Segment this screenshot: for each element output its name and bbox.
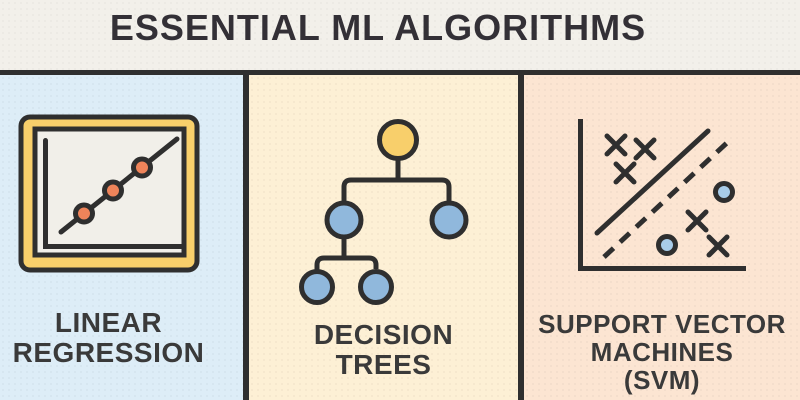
page-title: ESSENTIAL ML ALGORITHMS bbox=[109, 7, 647, 48]
panel-label-linear-regression: LINEAR REGRESSION bbox=[13, 308, 205, 368]
panel-divider bbox=[243, 75, 249, 400]
label-line: MACHINES bbox=[590, 337, 734, 367]
panel-linear-regression: LINEAR REGRESSION bbox=[0, 75, 243, 400]
panel-divider bbox=[518, 75, 524, 400]
label-line: DECISION bbox=[313, 319, 454, 350]
decision-tree-svg bbox=[298, 119, 468, 305]
panel-decision-trees: DECISION TREES bbox=[249, 75, 518, 400]
label-line: LINEAR bbox=[54, 307, 163, 338]
title-bar: ESSENTIAL ML ALGORITHMS bbox=[0, 0, 800, 75]
panel-label-decision-trees: DECISION TREES bbox=[314, 320, 453, 380]
panel-svm: SUPPORT VECTOR MACHINES (SVM) bbox=[524, 75, 800, 400]
label-line: SUPPORT VECTOR bbox=[538, 309, 786, 339]
svm-scatter-icon bbox=[524, 110, 800, 306]
linear-regression-chart-svg bbox=[18, 114, 199, 273]
svm-scatter-svg bbox=[578, 119, 746, 271]
label-line: (SVM) bbox=[623, 365, 701, 395]
panel-svm-content: SUPPORT VECTOR MACHINES (SVM) bbox=[524, 75, 800, 400]
label-line: REGRESSION bbox=[12, 337, 205, 368]
linear-regression-chart-icon bbox=[0, 110, 230, 306]
panel-label-svm: SUPPORT VECTOR MACHINES (SVM) bbox=[538, 310, 786, 394]
label-line: TREES bbox=[335, 349, 432, 380]
decision-tree-icon bbox=[249, 110, 518, 306]
panel-linear-regression-content: LINEAR REGRESSION bbox=[0, 75, 230, 400]
panels-row: LINEAR REGRESSION bbox=[0, 75, 800, 400]
panel-decision-trees-content: DECISION TREES bbox=[249, 75, 518, 400]
